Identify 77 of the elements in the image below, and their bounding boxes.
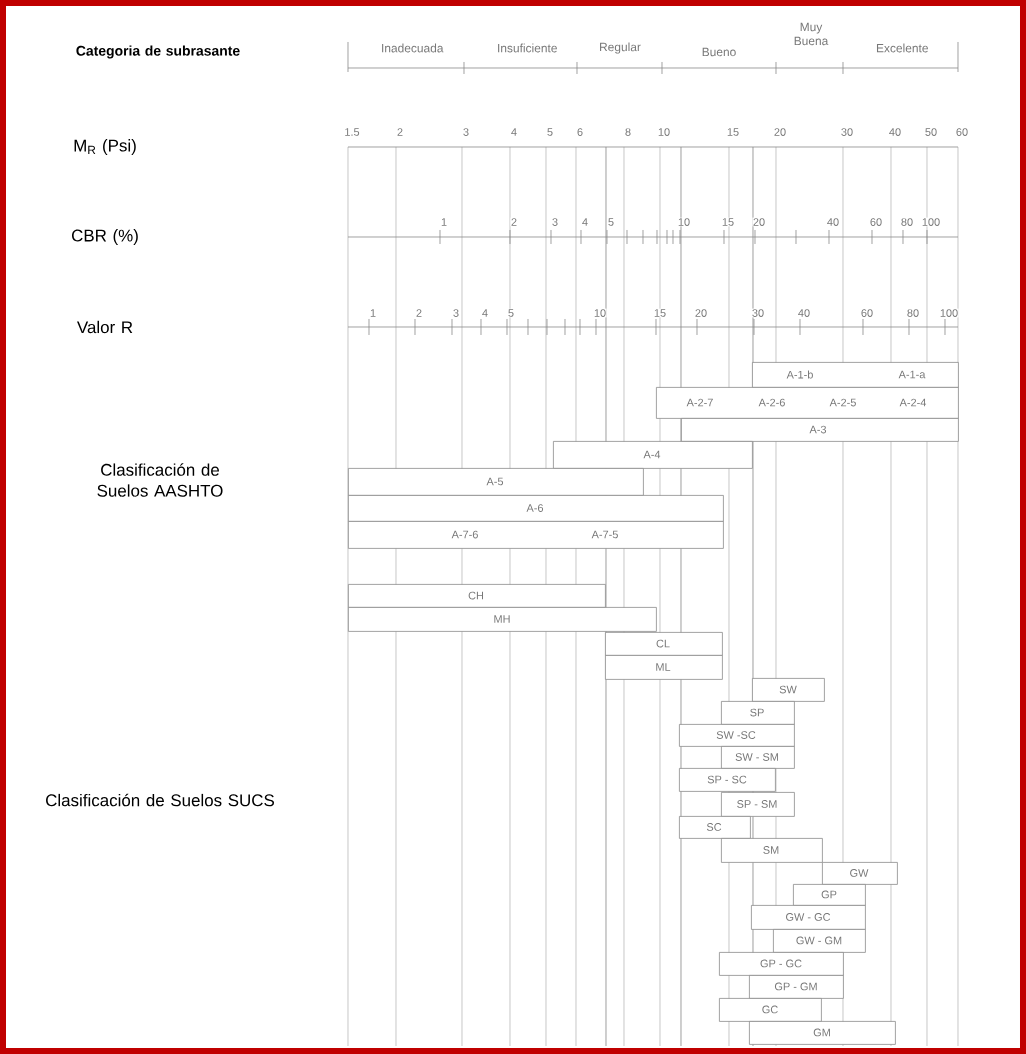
tick-label: 60 bbox=[860, 308, 874, 318]
classification-bar: SP - SC bbox=[679, 768, 776, 792]
tick-label: 2 bbox=[396, 127, 404, 137]
tick-label: 3 bbox=[551, 217, 559, 227]
classification-bar: SW -SC bbox=[679, 724, 795, 747]
tick-label: 4 bbox=[481, 308, 489, 318]
classification-bar: GC bbox=[719, 998, 822, 1022]
tick-label: 10 bbox=[657, 127, 671, 137]
tick-label: 2 bbox=[510, 217, 518, 227]
row-label: CBR (%) bbox=[72, 229, 138, 245]
tick-label: 15 bbox=[653, 308, 667, 318]
classification-bar: GW - GM bbox=[773, 929, 866, 953]
row-label: Categoria de subrasante bbox=[76, 45, 240, 59]
tick-label: 100 bbox=[921, 217, 941, 227]
classification-bar: GW bbox=[822, 862, 898, 885]
tick-label: 30 bbox=[751, 308, 765, 318]
tick-label: 60 bbox=[955, 127, 969, 137]
classification-bar: SW bbox=[752, 678, 825, 702]
category-label: Excelente bbox=[877, 43, 928, 53]
tick-label: 10 bbox=[677, 217, 691, 227]
tick-label: 1 bbox=[369, 308, 377, 318]
tick-label: 10 bbox=[593, 308, 607, 318]
classification-bar: CH bbox=[348, 584, 606, 608]
tick-label: 30 bbox=[840, 127, 854, 137]
row-label: Clasificación de Suelos SUCS bbox=[46, 793, 274, 807]
classification-bar: A-4 bbox=[553, 441, 753, 469]
tick-label: 4 bbox=[581, 217, 589, 227]
tick-label: 5 bbox=[546, 127, 554, 137]
tick-label: 80 bbox=[900, 217, 914, 227]
tick-label: 100 bbox=[939, 308, 959, 318]
tick-label: 1.5 bbox=[343, 127, 361, 137]
category-label: Insuficiente bbox=[498, 43, 557, 53]
classification-bar: A-3 bbox=[681, 418, 959, 442]
classification-bar: GP - GM bbox=[749, 975, 844, 999]
tick-label: 8 bbox=[624, 127, 632, 137]
classification-bar: SP bbox=[721, 701, 795, 725]
row-label: M$_{R}$ (Psi) bbox=[74, 139, 136, 155]
tick-label: 1 bbox=[440, 217, 448, 227]
tick-label: 15 bbox=[721, 217, 735, 227]
tick-label: 15 bbox=[726, 127, 740, 137]
tick-label: 40 bbox=[797, 308, 811, 318]
tick-label: 3 bbox=[462, 127, 470, 137]
tick-label: 20 bbox=[773, 127, 787, 137]
classification-bar: A-6 bbox=[348, 495, 724, 522]
classification-bar: GM bbox=[749, 1021, 896, 1045]
classification-bar: A-5 bbox=[348, 468, 644, 496]
tick-label: 5 bbox=[607, 217, 615, 227]
tick-label: 40 bbox=[888, 127, 902, 137]
classification-bar: GP - GC bbox=[719, 952, 844, 976]
row-label: Valor R bbox=[77, 320, 133, 334]
classification-bar: A-2-7 A-2-6 A-2-5 A-2-4 bbox=[656, 387, 959, 419]
classification-bar: SW - SM bbox=[721, 746, 795, 769]
classification-bar: ML bbox=[605, 655, 723, 680]
classification-bar: SP - SM bbox=[721, 792, 795, 817]
row-label: Clasificación de Suelos AASHTO bbox=[97, 463, 223, 497]
tick-label: 20 bbox=[752, 217, 766, 227]
classification-bar: A-1-b A-1-a bbox=[752, 362, 959, 388]
tick-label: 4 bbox=[510, 127, 518, 137]
tick-label: 50 bbox=[924, 127, 938, 137]
tick-label: 3 bbox=[452, 308, 460, 318]
classification-bar: GP bbox=[793, 884, 866, 906]
category-label: Muy Buena bbox=[794, 22, 829, 46]
tick-label: 6 bbox=[576, 127, 584, 137]
category-label: Inadecuada bbox=[382, 43, 444, 53]
category-label: Bueno bbox=[702, 47, 736, 57]
tick-label: 5 bbox=[507, 308, 515, 318]
tick-label: 20 bbox=[694, 308, 708, 318]
classification-bar: A-7-6 A-7-5 bbox=[348, 521, 724, 549]
tick-label: 80 bbox=[906, 308, 920, 318]
classification-bar: CL bbox=[605, 632, 723, 656]
tick-label: 60 bbox=[869, 217, 883, 227]
tick-label: 2 bbox=[415, 308, 423, 318]
classification-bar: GW - GC bbox=[751, 905, 866, 930]
tick-label: 40 bbox=[826, 217, 840, 227]
classification-bar: SC bbox=[679, 816, 751, 839]
category-label: Regular bbox=[600, 42, 641, 54]
classification-bar: SM bbox=[721, 838, 823, 863]
